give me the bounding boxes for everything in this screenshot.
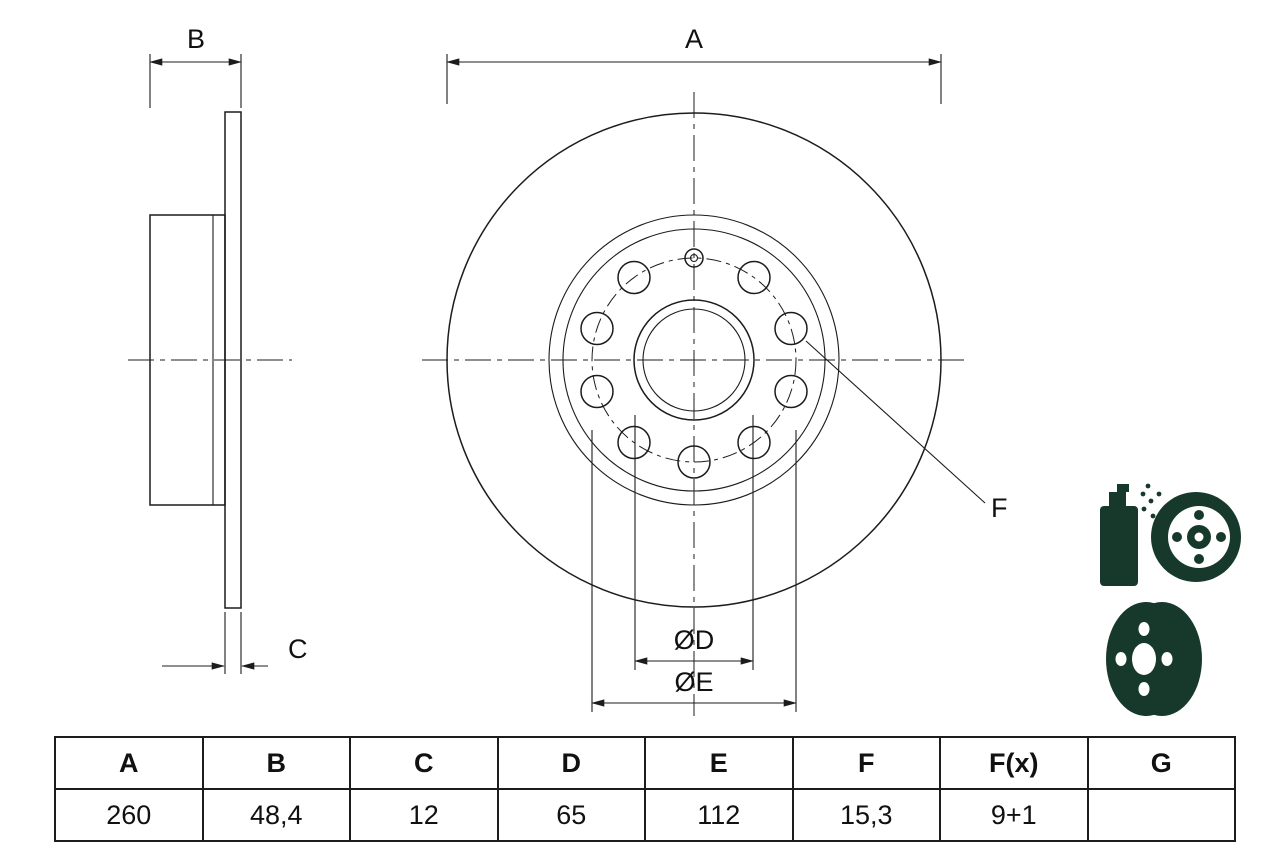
table-header-b: B bbox=[201, 736, 351, 790]
hub-bolt-hole bbox=[1216, 532, 1226, 542]
table-value-g bbox=[1086, 788, 1236, 842]
spray-dot bbox=[1148, 498, 1154, 504]
spray-can-cap bbox=[1109, 492, 1126, 506]
dim-f-leader-line bbox=[805, 340, 986, 504]
hub-bolt-hole bbox=[1194, 554, 1204, 564]
table-value-f: 15,3 bbox=[791, 788, 941, 842]
table-header-a: A bbox=[54, 736, 204, 790]
disc-center-bore bbox=[1132, 643, 1156, 675]
dimension-e: ØE bbox=[591, 430, 797, 712]
dimension-table: A B C D E F F(x) G 260 48,4 12 65 112 15… bbox=[54, 736, 1236, 842]
side-view-cross-section bbox=[128, 111, 292, 609]
bolt-hole bbox=[580, 311, 614, 346]
spray-can-nozzle bbox=[1117, 484, 1129, 492]
table-value-d: 65 bbox=[496, 788, 646, 842]
hub-bolt-hole bbox=[1172, 532, 1182, 542]
hub-bolt-hole bbox=[1194, 510, 1204, 520]
table-header-e: E bbox=[644, 736, 794, 790]
disc-bolt-hole bbox=[1161, 652, 1173, 666]
dimension-a-label: A bbox=[685, 24, 703, 54]
table-header-f: F bbox=[791, 736, 941, 790]
dimension-f: F bbox=[805, 340, 1008, 523]
table-header-c: C bbox=[349, 736, 499, 790]
front-view bbox=[422, 92, 966, 716]
table-value-row: 260 48,4 12 65 112 15,3 9+1 bbox=[54, 788, 1236, 842]
dimension-d-label: ØD bbox=[674, 625, 715, 655]
bolt-hole bbox=[737, 260, 771, 295]
table-value-b: 48,4 bbox=[201, 788, 351, 842]
bolt-hole bbox=[737, 425, 771, 460]
disc-bolt-hole bbox=[1115, 652, 1127, 666]
drawing-canvas: B C A bbox=[128, 24, 1241, 716]
table-value-c: 12 bbox=[349, 788, 499, 842]
dimension-b: B bbox=[149, 24, 242, 108]
spray-dot bbox=[1145, 483, 1151, 489]
dimension-d: ØD bbox=[634, 415, 754, 670]
spray-coating-icon bbox=[1100, 483, 1241, 586]
bolt-hole bbox=[617, 260, 651, 295]
hub-center-bore bbox=[1194, 532, 1204, 542]
dimension-f-label: F bbox=[991, 493, 1008, 523]
dimension-e-label: ØE bbox=[674, 667, 713, 697]
table-value-a: 260 bbox=[54, 788, 204, 842]
bolt-hole bbox=[580, 374, 614, 409]
table-header-d: D bbox=[496, 736, 646, 790]
dimension-c: C bbox=[162, 612, 308, 674]
table-value-e: 112 bbox=[644, 788, 794, 842]
bolt-hole bbox=[774, 374, 808, 409]
bolt-hole bbox=[617, 425, 651, 460]
dimension-b-label: B bbox=[187, 24, 205, 54]
dimension-a: A bbox=[446, 24, 942, 104]
table-header-row: A B C D E F F(x) G bbox=[54, 736, 1236, 790]
dimension-c-label: C bbox=[288, 634, 308, 664]
table-value-fx: 9+1 bbox=[939, 788, 1089, 842]
spray-can-body bbox=[1100, 506, 1138, 586]
bolt-hole bbox=[774, 311, 808, 346]
disc-bolt-hole bbox=[1138, 622, 1150, 636]
disc-bolt-hole bbox=[1138, 682, 1150, 696]
spray-dot bbox=[1156, 491, 1162, 497]
table-header-fx: F(x) bbox=[939, 736, 1089, 790]
spray-dot bbox=[1140, 491, 1146, 497]
solid-disc-icon bbox=[1106, 602, 1202, 716]
spray-dot bbox=[1150, 513, 1156, 519]
table-header-g: G bbox=[1086, 736, 1236, 790]
application-icons bbox=[1100, 483, 1241, 716]
spray-dot bbox=[1141, 506, 1147, 512]
